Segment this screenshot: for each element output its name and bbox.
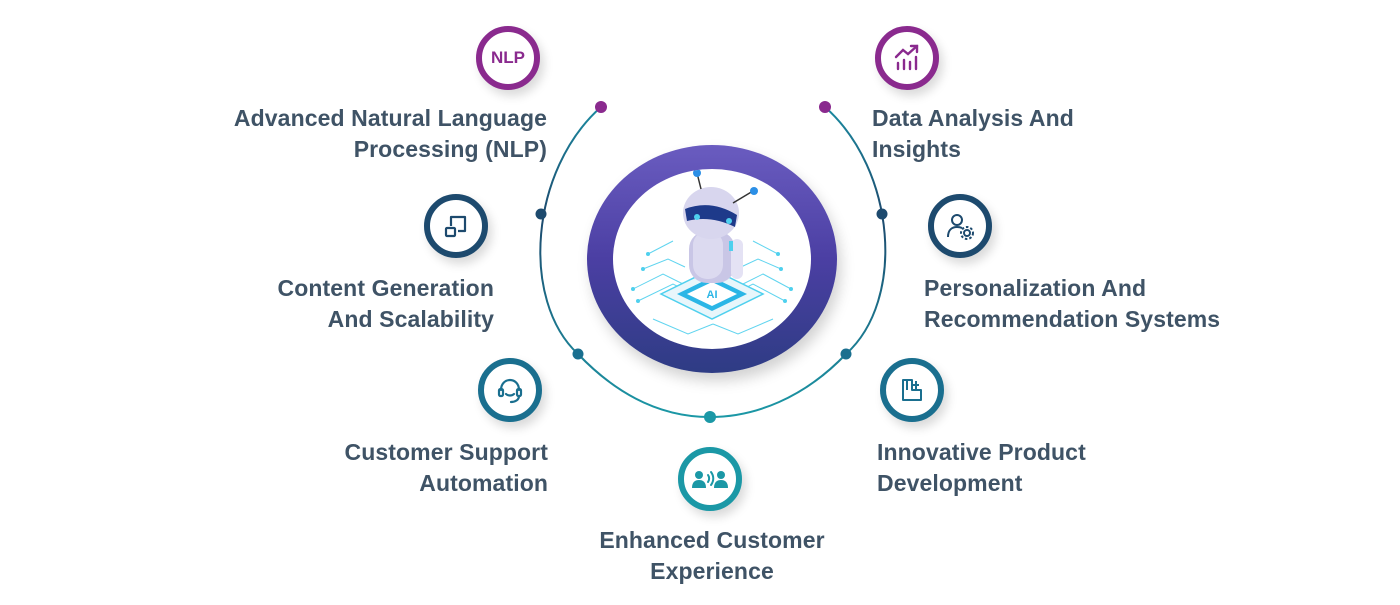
label-line: Processing (NLP) (353, 136, 547, 162)
label-personalization: Personalization And Recommendation Syste… (924, 273, 1220, 335)
personalization-icon-badge (928, 194, 992, 258)
label-line: Personalization And (924, 275, 1147, 301)
label-line: Innovative Product (877, 439, 1086, 465)
ai-hub: AI (587, 145, 837, 373)
arc-dot-personalization (876, 208, 888, 220)
arc-dot-experience (704, 411, 716, 423)
label-line: Data Analysis And (872, 105, 1074, 131)
label-line: Development (877, 470, 1023, 496)
data-analysis-icon-badge (875, 26, 939, 90)
label-line: Automation (419, 470, 548, 496)
label-content-generation: Content Generation And Scalability (278, 273, 494, 335)
label-line: And Scalability (327, 306, 494, 332)
chart-trend-icon (894, 44, 919, 71)
user-gear-icon (947, 214, 974, 240)
robot-chip-icon: AI (631, 169, 793, 335)
customer-experience-icon-badge (678, 447, 742, 511)
label-line: Advanced Natural Language (233, 105, 547, 131)
label-customer-support: Customer Support Automation (345, 437, 549, 499)
label-customer-experience: Enhanced Customer Experience (562, 525, 862, 587)
arc-dot-support (572, 348, 584, 360)
customer-support-icon-badge (478, 358, 542, 422)
label-product-development: Innovative Product Development (877, 437, 1086, 499)
people-talking-icon (692, 471, 728, 488)
nlp-icon-badge: NLP (476, 26, 540, 90)
arc-dot-nlp (595, 101, 607, 113)
label-line: Recommendation Systems (924, 306, 1221, 332)
product-development-icon-badge (880, 358, 944, 422)
nlp-text-icon: NLP (491, 48, 525, 67)
label-line: Enhanced Customer (599, 527, 825, 553)
arc-left (539, 106, 711, 418)
label-line: Customer Support (344, 439, 548, 465)
arc-dot-content (535, 208, 547, 220)
arc-dot-product (840, 348, 852, 360)
arc-dot-data (819, 101, 831, 113)
label-line: Insights (872, 136, 961, 162)
label-line: Experience (650, 558, 774, 584)
label-data-analysis: Data Analysis And Insights (872, 103, 1074, 165)
label-nlp: Advanced Natural Language Processing (NL… (234, 103, 547, 165)
product-box-icon (902, 379, 922, 401)
hub-illustration: AI (613, 169, 811, 349)
content-generation-icon-badge (424, 194, 488, 258)
arc-right (709, 106, 887, 418)
chip-label: AI (707, 289, 718, 301)
headset-icon (497, 378, 523, 404)
scale-resize-icon (444, 215, 467, 238)
label-line: Content Generation (277, 275, 494, 301)
